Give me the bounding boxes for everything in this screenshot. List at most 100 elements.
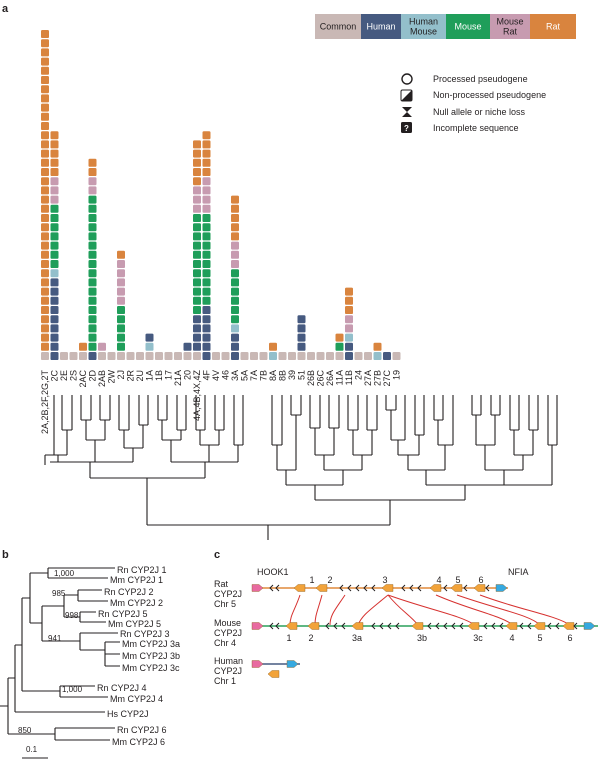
gene-square [88,260,97,268]
gene-square [41,140,49,149]
rat-label: Rat [214,579,229,589]
gene-column [174,352,182,360]
gene-square [193,342,201,351]
legend-swatch-rat: Rat [530,14,576,39]
gene-label: 1B [154,370,164,381]
tree-branch [277,395,302,485]
tree-branch [157,395,168,440]
gene-square [193,214,201,222]
symbol-legend: Processed pseudogene Non-processed pseud… [400,73,546,133]
legend-swatch-label: Rat [546,22,561,32]
base-square [193,352,201,360]
null-allele-icon [402,107,412,117]
pseudogene-chevron [347,584,352,592]
gene-arrow [251,622,264,630]
gene-square [117,324,125,333]
gene-square [41,195,49,204]
gene-square [41,250,49,259]
non-processed-pseudogene-icon [400,89,413,102]
gene-label: 2AB [97,370,107,387]
gene-label: 1A [145,370,155,381]
gene-square [41,186,49,195]
human-chr-label: Chr 1 [214,676,236,686]
gene-square [202,158,211,167]
base-square [126,352,135,360]
legend-swatch-label: Rat [503,27,518,37]
gene-square [193,223,201,232]
gene-square [345,324,353,333]
gene-square [193,296,201,305]
pseudogene-chevron [463,584,468,592]
gene-label: 2W [107,369,117,383]
gene-column [79,342,87,360]
gene-square [50,287,59,296]
legend-nonprocessed-label: Non-processed pseudogene [433,90,546,100]
gene-square [50,168,59,176]
base-square [50,352,59,360]
gene-square [50,269,59,278]
gene-square [117,287,125,296]
pseudogene-chevron [427,622,432,630]
gene-square [297,333,306,342]
gene-label: 51 [297,370,307,380]
taxon-label: Hs CYP2J [107,709,149,719]
gene-square [335,342,344,351]
human-gene-label: CYP2J [214,666,242,676]
gene-label: 3A [230,370,240,381]
tree-branch [233,395,244,462]
pseudogene-chevron [339,584,344,592]
gene-arrow [533,622,546,630]
gene-label: 20 [183,370,193,380]
tree-branch [471,395,482,445]
gene-label: 2U [135,370,145,382]
gene-column [107,352,116,360]
tree-branch [509,395,520,455]
gene-label: 46 [221,370,231,380]
rat-gene-number: 1 [309,575,314,585]
gene-square [202,223,211,232]
base-square [259,352,268,360]
gene-square [41,342,49,351]
legend-swatch-common: Common [315,14,361,39]
pseudogene-chevron [491,622,496,630]
gene-square [202,296,211,305]
taxa-labels-panel-b: Rn CYP2J 1Mm CYP2J 1Rn CYP2J 2Mm CYP2J 2… [97,565,180,747]
gene-square [202,342,211,351]
gene-square [41,122,49,130]
mouse-label: Mouse [214,618,241,628]
gene-square [231,278,239,287]
pseudogene-chevron [371,584,376,592]
phylogenetic-tree-panel-b [0,567,120,759]
base-square [183,352,192,360]
pseudogene-chevron [483,622,488,630]
gene-square [202,195,211,204]
tree-branch [398,395,425,470]
gene-square [231,223,239,232]
gene-square [50,131,59,140]
gene-column [155,352,163,360]
gene-square [193,333,201,342]
gene-square [202,333,211,342]
base-square [373,352,382,360]
gene-arrow [473,584,486,592]
gene-label: 21A [173,370,183,386]
gene-column [88,158,97,360]
gene-square [98,342,106,351]
gene-arrow [467,622,480,630]
taxon-label: Mm CYP2J 2 [110,598,163,608]
gene-label: 11A [335,370,345,385]
pseudogene-chevron [527,622,532,630]
tree-branch [200,395,225,462]
gene-square [117,269,125,278]
gene-square [50,315,59,324]
gene-square [41,315,49,324]
gene-square [50,214,59,222]
tree-branch [54,727,115,741]
taxon-label: Mm CYP2J 1 [110,575,163,585]
gene-square [88,204,97,213]
gene-column [240,352,249,360]
gene-square [202,287,211,296]
tree-branch [271,395,283,470]
gene-square [231,195,239,204]
